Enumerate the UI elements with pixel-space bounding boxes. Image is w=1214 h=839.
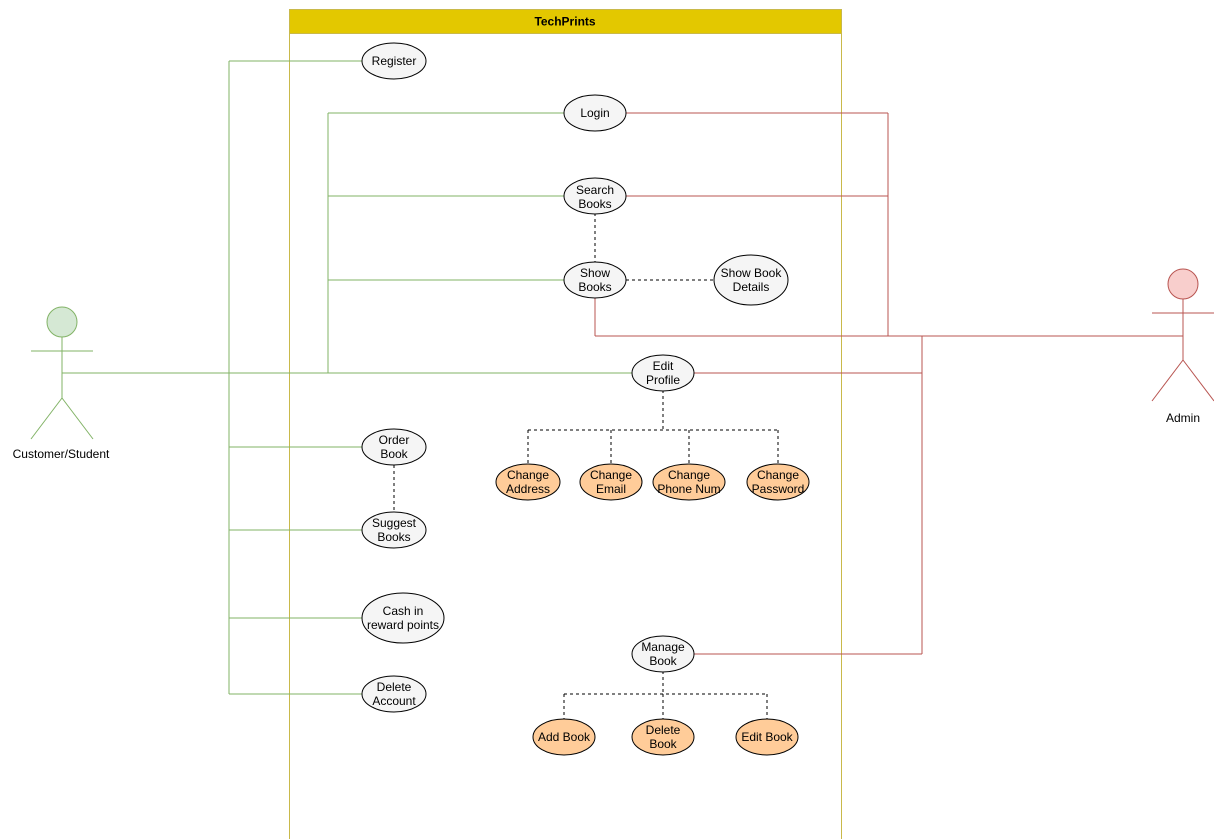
use-case-show-books[interactable]: Show Books <box>563 261 627 299</box>
use-case-edit-profile[interactable]: Edit Profile <box>631 354 695 392</box>
use-case-change-email[interactable]: Change Email <box>579 463 643 501</box>
use-case-delete-book[interactable]: Delete Book <box>631 718 695 756</box>
svg-text:Book: Book <box>649 737 677 751</box>
svg-text:Change: Change <box>668 468 710 482</box>
svg-text:Suggest: Suggest <box>372 516 417 530</box>
use-case-order-book[interactable]: Order Book <box>361 428 427 466</box>
use-case-label-line1: Delete <box>377 680 412 694</box>
svg-text:Add Book: Add Book <box>538 730 591 744</box>
use-case-label-line1: Order <box>379 433 410 447</box>
svg-text:Edit Book: Edit Book <box>741 730 793 744</box>
use-case-label: Login <box>580 106 609 120</box>
svg-text:reward points: reward points <box>367 618 439 632</box>
use-case-label-line1: Show Book <box>721 266 783 280</box>
svg-text:Phone Num: Phone Num <box>657 482 720 496</box>
use-case-label-line1: Change <box>668 468 710 482</box>
use-case-login[interactable]: Login <box>563 94 627 132</box>
use-case-label-line2: Details <box>733 280 770 294</box>
actor-admin[interactable] <box>1151 268 1214 402</box>
svg-text:Books: Books <box>578 280 611 294</box>
svg-text:Change: Change <box>507 468 549 482</box>
use-case-label-line2: Books <box>578 280 611 294</box>
use-case-label-line1: Cash in <box>383 604 424 618</box>
dashed-relations <box>393 213 779 719</box>
use-case-label: Add Book <box>538 730 591 744</box>
system-title: TechPrints <box>534 15 595 29</box>
use-case-label-line1: Delete <box>646 723 681 737</box>
actor-head-icon <box>46 306 78 338</box>
actor-left-leg <box>1151 359 1184 402</box>
svg-text:Book: Book <box>380 447 408 461</box>
use-case-label-line2: Address <box>506 482 550 496</box>
system-header <box>289 9 842 34</box>
use-case-label-line2: Account <box>372 694 416 708</box>
use-case-change-phone-num[interactable]: Change Phone Num <box>652 463 726 501</box>
use-case-label-line2: Profile <box>646 373 680 387</box>
use-case-label-line2: Book <box>649 737 677 751</box>
svg-text:Books: Books <box>578 197 611 211</box>
use-case-register[interactable]: Register <box>361 42 427 80</box>
svg-text:Delete: Delete <box>377 680 412 694</box>
use-case-label-line2: Password <box>752 482 805 496</box>
use-case-label-line1: Suggest <box>372 516 417 530</box>
svg-text:Edit: Edit <box>653 359 674 373</box>
use-case-label-line2: reward points <box>367 618 439 632</box>
use-case-label-line1: Manage <box>641 640 685 654</box>
svg-text:Order: Order <box>379 433 410 447</box>
use-case-search-books[interactable]: Search Books <box>563 177 627 215</box>
use-case-label-line1: Change <box>757 468 799 482</box>
svg-text:Delete: Delete <box>646 723 681 737</box>
use-case-label-line2: Books <box>377 530 410 544</box>
actor-right-leg <box>61 397 94 440</box>
svg-text:Manage: Manage <box>641 640 685 654</box>
svg-text:Search: Search <box>576 183 614 197</box>
use-case-label: Edit Book <box>741 730 793 744</box>
svg-text:Profile: Profile <box>646 373 680 387</box>
actor-head-icon <box>1167 268 1199 300</box>
admin-associations <box>594 112 1183 655</box>
actor-customer-label: Customer/Student <box>13 447 110 461</box>
use-case-label-line2: Email <box>596 482 626 496</box>
use-case-change-password[interactable]: Change Password <box>746 463 810 501</box>
svg-text:Email: Email <box>596 482 626 496</box>
svg-text:Books: Books <box>377 530 410 544</box>
actor-customer-student[interactable] <box>30 306 94 440</box>
use-case-label-line2: Books <box>578 197 611 211</box>
use-case-label-line2: Book <box>380 447 408 461</box>
svg-text:Cash in: Cash in <box>383 604 424 618</box>
svg-text:Password: Password <box>752 482 805 496</box>
actor-right-leg <box>1182 359 1214 402</box>
use-case-change-address[interactable]: Change Address <box>495 463 561 501</box>
svg-text:Show Book: Show Book <box>721 266 783 280</box>
system-boundary: TechPrints <box>289 9 842 839</box>
use-case-show-book-details[interactable]: Show Book Details <box>713 254 789 306</box>
use-case-add-book[interactable]: Add Book <box>532 718 596 756</box>
use-case-label: Register <box>372 54 417 68</box>
actor-left-leg <box>30 397 63 440</box>
use-case-label-line1: Search <box>576 183 614 197</box>
svg-text:Change: Change <box>757 468 799 482</box>
svg-text:Login: Login <box>580 106 609 120</box>
use-case-cash-in-reward-points[interactable]: Cash in reward points <box>361 592 445 644</box>
use-case-label-line1: Edit <box>653 359 674 373</box>
svg-text:Change: Change <box>590 468 632 482</box>
svg-text:Book: Book <box>649 654 677 668</box>
use-case-label-line2: Phone Num <box>657 482 720 496</box>
customer-associations <box>62 60 632 695</box>
svg-text:Details: Details <box>733 280 770 294</box>
use-case-manage-book[interactable]: Manage Book <box>631 635 695 673</box>
actor-admin-label: Admin <box>1166 411 1200 425</box>
use-case-suggest-books[interactable]: Suggest Books <box>361 511 427 549</box>
svg-text:Address: Address <box>506 482 550 496</box>
svg-text:Register: Register <box>372 54 417 68</box>
svg-text:Show: Show <box>580 266 610 280</box>
use-case-label-line1: Change <box>590 468 632 482</box>
svg-text:Account: Account <box>372 694 416 708</box>
use-case-label-line2: Book <box>649 654 677 668</box>
use-case-edit-book[interactable]: Edit Book <box>735 718 799 756</box>
use-case-delete-account[interactable]: Delete Account <box>361 675 427 713</box>
use-case-label-line1: Show <box>580 266 610 280</box>
use-case-label-line1: Change <box>507 468 549 482</box>
